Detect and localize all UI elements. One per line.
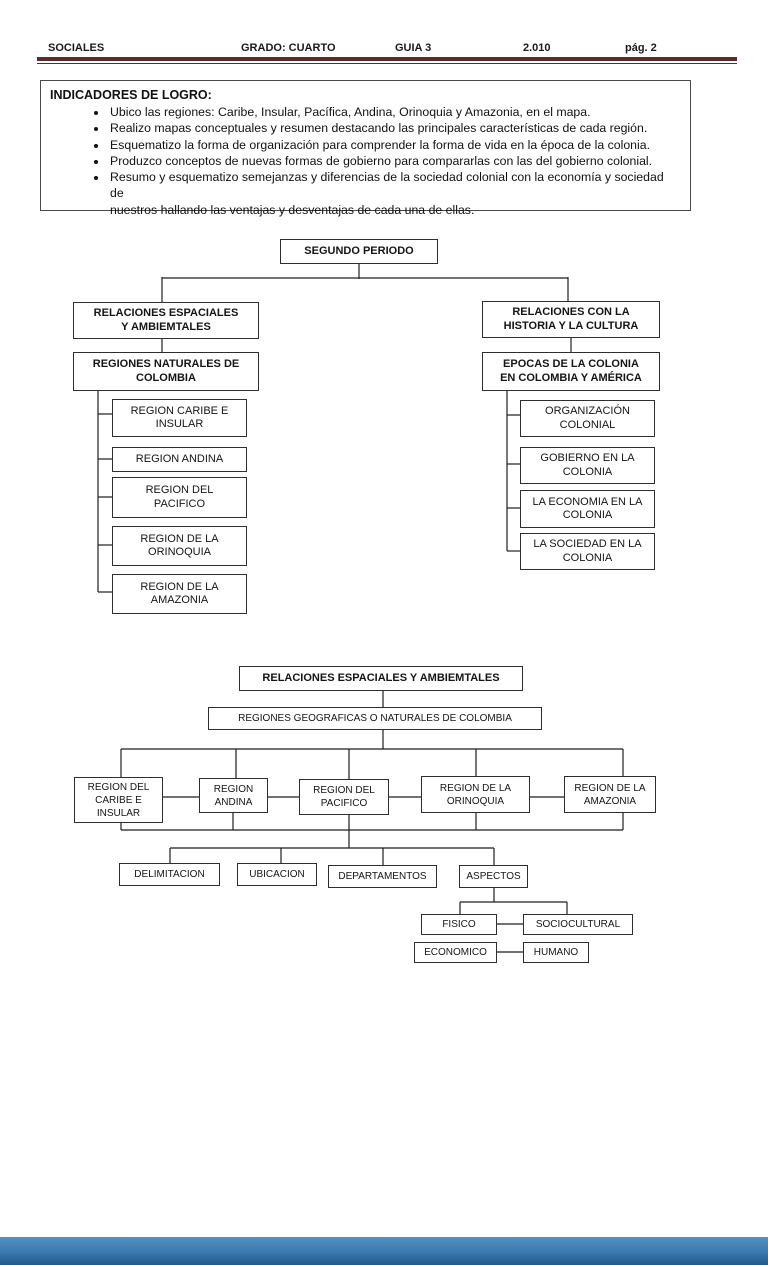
node-departamentos: DEPARTAMENTOS — [328, 865, 437, 888]
header-rule — [37, 57, 737, 64]
node-region-pacifico: REGION DEL PACIFICO — [112, 477, 247, 518]
header-guide: GUIA 3 — [395, 42, 432, 54]
header-rule-thick — [37, 57, 737, 61]
indicators-box: INDICADORES DE LOGRO: Ubico las regiones… — [40, 80, 691, 217]
node-m2-region-orinoquia: REGION DE LA ORINOQUIA — [421, 776, 530, 813]
node-relaciones-espaciales: RELACIONES ESPACIALES Y AMBIEMTALES — [73, 302, 259, 339]
header-page-number: pág. 2 — [625, 42, 657, 54]
indicator-item: Realizo mapas conceptuales y resumen des… — [108, 120, 680, 136]
indicators-list: Ubico las regiones: Caribe, Insular, Pac… — [50, 104, 680, 218]
node-segundo-periodo: SEGUNDO PERIODO — [280, 239, 438, 264]
node-sociedad-colonia: LA SOCIEDAD EN LA COLONIA — [520, 533, 655, 570]
node-regiones-geograficas: REGIONES GEOGRAFICAS O NATURALES DE COLO… — [208, 707, 542, 730]
indicators-title: INDICADORES DE LOGRO: — [50, 88, 212, 102]
node-organizacion-colonial: ORGANIZACIÓN COLONIAL — [520, 400, 655, 437]
node-m2-region-andina: REGION ANDINA — [199, 778, 268, 813]
node-ubicacion: UBICACION — [237, 863, 317, 886]
header-rule-thin — [37, 63, 737, 64]
indicator-item: Resumo y esquematizo semejanzas y difere… — [108, 169, 680, 218]
node-region-andina: REGION ANDINA — [112, 447, 247, 472]
node-fisico: FISICO — [421, 914, 497, 935]
header-grade: GRADO: CUARTO — [241, 42, 336, 54]
node-delimitacion: DELIMITACION — [119, 863, 220, 886]
node-map2-root: RELACIONES ESPACIALES Y AMBIEMTALES — [239, 666, 523, 691]
node-m2-region-pacifico: REGION DEL PACIFICO — [299, 779, 389, 815]
node-epocas-colonia: EPOCAS DE LA COLONIA EN COLOMBIA Y AMÉRI… — [482, 352, 660, 391]
indicator-item: Esquematizo la forma de organización par… — [108, 137, 680, 153]
node-region-orinoquia: REGION DE LA ORINOQUIA — [112, 526, 247, 566]
node-relaciones-historia: RELACIONES CON LA HISTORIA Y LA CULTURA — [482, 301, 660, 338]
footer-bar — [0, 1237, 768, 1265]
node-economico: ECONOMICO — [414, 942, 497, 963]
node-m2-region-caribe: REGION DEL CARIBE E INSULAR — [74, 777, 163, 823]
node-humano: HUMANO — [523, 942, 589, 963]
node-gobierno-colonia: GOBIERNO EN LA COLONIA — [520, 447, 655, 484]
node-aspectos: ASPECTOS — [459, 865, 528, 888]
header-subject: SOCIALES — [48, 42, 105, 54]
node-m2-region-amazonia: REGION DE LA AMAZONIA — [564, 776, 656, 813]
node-regiones-naturales: REGIONES NATURALES DE COLOMBIA — [73, 352, 259, 391]
node-economia-colonia: LA ECONOMIA EN LA COLONIA — [520, 490, 655, 528]
node-region-amazonia: REGION DE LA AMAZONIA — [112, 574, 247, 614]
header-year: 2.010 — [523, 42, 551, 54]
indicator-item: Ubico las regiones: Caribe, Insular, Pac… — [108, 104, 680, 120]
node-sociocultural: SOCIOCULTURAL — [523, 914, 633, 935]
indicator-item: Produzco conceptos de nuevas formas de g… — [108, 153, 680, 169]
node-region-caribe-insular: REGION CARIBE E INSULAR — [112, 399, 247, 437]
